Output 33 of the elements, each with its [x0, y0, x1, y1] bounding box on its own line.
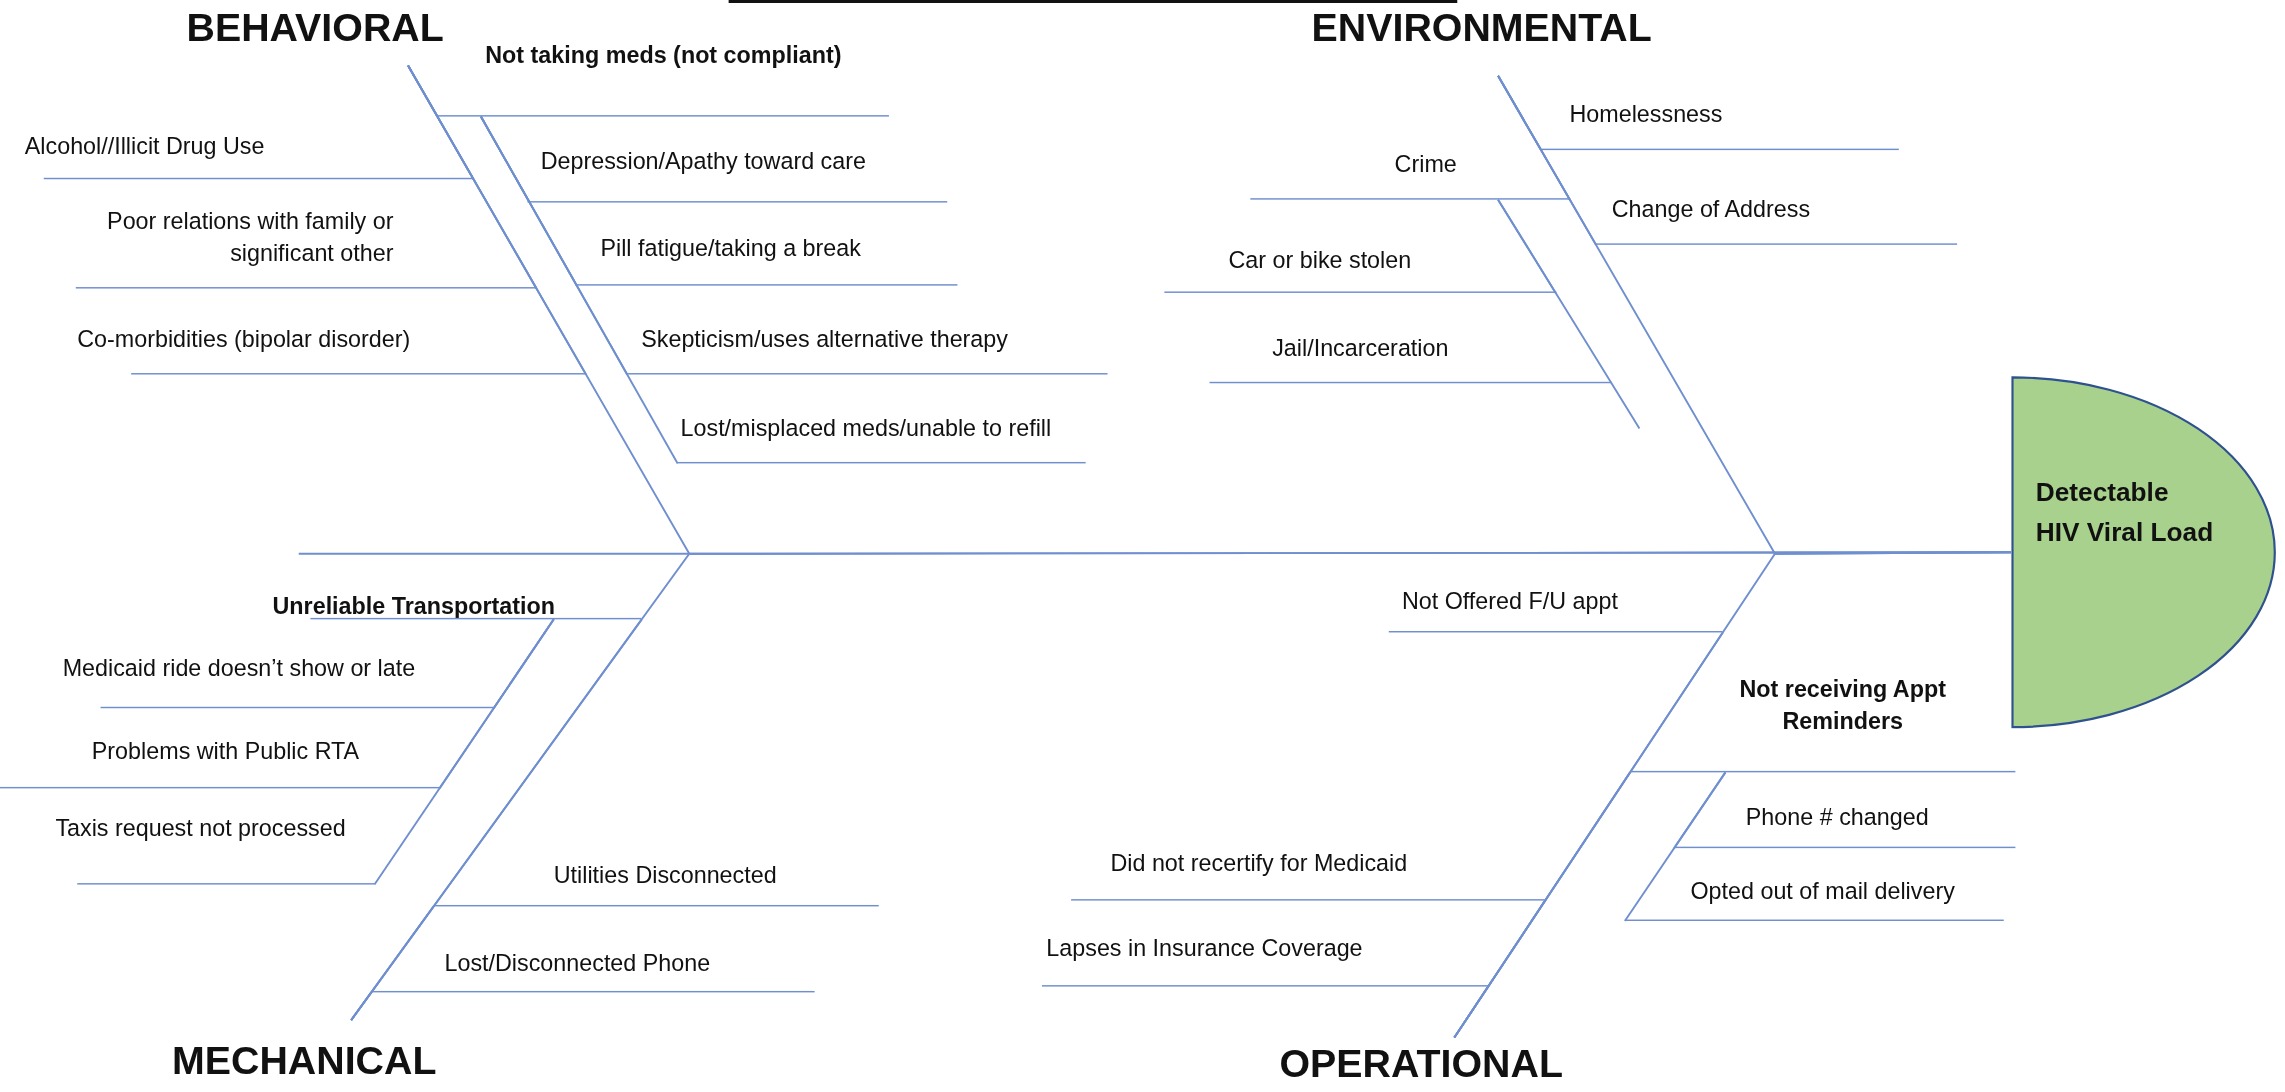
cause-label: Utilities Disconnected: [434, 859, 879, 907]
cause-label: Depression/Apathy toward care: [527, 145, 948, 203]
cause-label: Phone # changed: [1674, 801, 2016, 849]
fishbone-line: [479, 115, 679, 465]
cause-label: Problems with Public RTA: [0, 735, 441, 789]
cause-label: Car or bike stolen: [1164, 244, 1557, 293]
fishbone-line: [373, 618, 555, 886]
category-heading: BEHAVIORAL: [186, 4, 444, 66]
cause-label: Alcohol//Illicit Drug Use: [24, 131, 474, 180]
category-heading: OPERATIONAL: [1279, 1037, 1563, 1091]
fishbone-line: [1453, 551, 2012, 1039]
cause-label: Unreliable Transportation: [272, 593, 642, 620]
cause-label: Lost/Disconnected Phone: [371, 947, 815, 993]
cause-label: Change of Address: [1595, 193, 1958, 245]
cause-label: Opted out of mail delivery: [1624, 875, 2004, 921]
category-heading: ENVIRONMENTAL: [1311, 4, 1652, 76]
cause-label: Lost/misplaced meds/unable to refill: [677, 412, 1086, 464]
cause-label: Poor relations with family or significant other: [43, 205, 537, 289]
cause-label: Co-morbidities (bipolar disorder): [77, 323, 586, 375]
cause-label: Lapses in Insurance Coverage: [1041, 932, 1488, 987]
cause-label: Not Offered F/U appt: [1388, 585, 1723, 633]
cause-label: Skepticism/uses alternative therapy: [626, 323, 1108, 375]
cause-label: Jail/Incarceration: [1209, 332, 1612, 384]
category-heading: MECHANICAL: [171, 1020, 437, 1088]
effect-head: Detectable HIV Viral Load: [2011, 376, 2277, 729]
cause-label: Taxis request not processed: [55, 813, 375, 885]
fishbone-line: [1623, 771, 1727, 922]
cause-label: Did not recertify for Medicaid: [1071, 848, 1545, 901]
fishbone-line: [1497, 198, 1641, 430]
cause-label: Homelessness: [1541, 99, 1899, 151]
cause-label: Pill fatigue/taking a break: [577, 233, 958, 286]
cause-label: Crime: [1250, 148, 1570, 200]
cause-label: Medicaid ride doesn’t show or late: [62, 652, 494, 709]
